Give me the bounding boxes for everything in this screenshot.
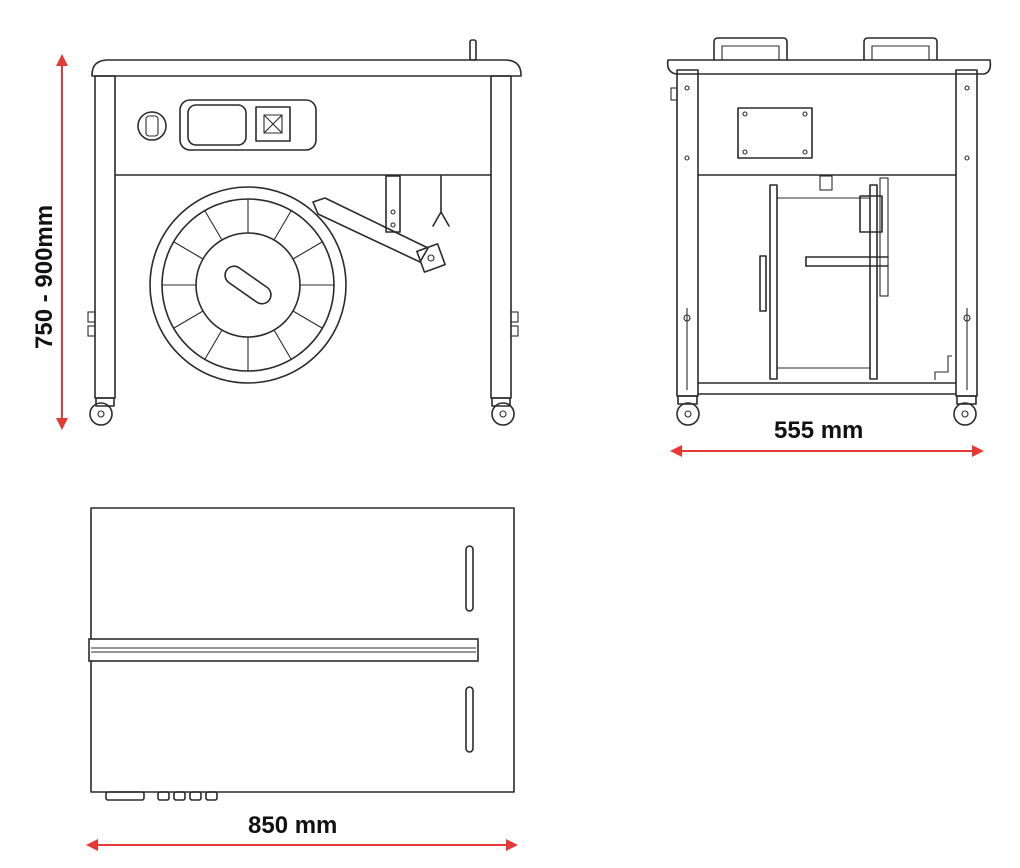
side-handle-left	[713, 37, 788, 61]
top-view	[88, 507, 515, 801]
side-right-caster	[953, 395, 977, 426]
height-dimension: 750 - 900mm	[31, 54, 68, 430]
side-reel-flange-right	[869, 184, 878, 380]
width-dimension: 850 mm	[86, 812, 518, 851]
side-handle-right	[863, 37, 938, 61]
front-control-panel	[179, 99, 317, 151]
front-display	[187, 104, 247, 146]
side-table-top	[666, 59, 992, 75]
side-label-plate	[737, 107, 813, 159]
front-right-caster	[491, 397, 515, 426]
width-label: 850 mm	[248, 812, 337, 839]
side-reel-flange-left	[769, 184, 778, 380]
front-left-leg	[94, 75, 116, 399]
top-handle-slot-upper	[465, 545, 474, 612]
front-strap-guide	[385, 175, 401, 233]
front-reel-spokes	[162, 199, 334, 371]
depth-label: 555 mm	[774, 417, 863, 444]
front-button	[255, 106, 291, 142]
front-view	[87, 39, 522, 426]
top-handle-slot-lower	[465, 686, 474, 753]
side-left-caster	[676, 395, 700, 426]
front-right-leg	[490, 75, 512, 399]
front-strap-reel	[149, 186, 347, 384]
side-tension-box	[859, 195, 883, 233]
front-table-top	[91, 59, 522, 77]
front-left-caster	[89, 397, 115, 426]
height-label: 750 - 900mm	[31, 205, 58, 349]
front-top-post	[469, 39, 477, 61]
front-main-switch	[137, 111, 167, 141]
depth-dimension: 555 mm	[670, 417, 984, 457]
front-tension-arm	[312, 197, 429, 263]
side-view	[666, 37, 992, 426]
front-reel-hub	[224, 265, 272, 305]
top-strap-channel	[88, 638, 479, 662]
